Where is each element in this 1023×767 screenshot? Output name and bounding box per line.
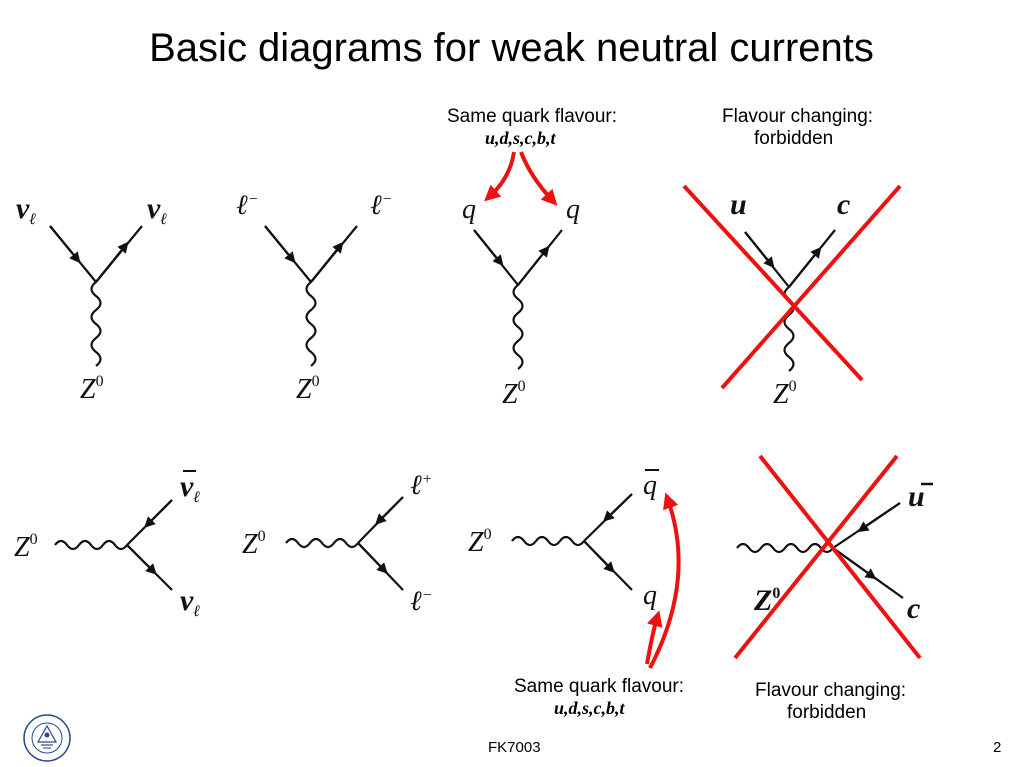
z-boson-propagator — [90, 281, 102, 367]
particle-label: q — [462, 194, 476, 225]
cross-line-icon — [758, 454, 922, 660]
arrow-icon — [144, 499, 173, 528]
z-boson-propagator — [285, 537, 359, 549]
note-line: Flavour changing: — [755, 680, 907, 701]
arrow-icon — [473, 229, 504, 267]
note-bottom-same-flavour: Same quark flavour: u,d,s,c,b,t — [514, 676, 684, 719]
note-line: Same quark flavour: — [514, 676, 685, 697]
boson-label: Z0 — [80, 373, 104, 405]
arrow-icon — [126, 544, 157, 575]
arrow-icon — [310, 241, 344, 283]
cross-line-icon — [720, 184, 902, 390]
particle-label: u — [908, 480, 925, 513]
boson-label: Z0 — [14, 531, 38, 563]
annotation-arrow-icon — [519, 151, 558, 206]
boson-label: Z0 — [242, 528, 266, 560]
arrow-icon — [357, 542, 388, 574]
arrow-icon — [857, 502, 901, 533]
boson-label: Z0 — [468, 526, 492, 558]
annotation-arrow-icon — [648, 492, 681, 669]
diagram-bottom-1-neutrino: Z0 νℓ νℓ — [14, 470, 200, 620]
note-top-same-flavour: Same quark flavour: u,d,s,c,b,t — [447, 106, 617, 149]
stockholm-university-seal-icon — [23, 714, 71, 762]
diagram-top-2-lepton: ℓ− ℓ− Z0 — [236, 190, 392, 405]
particle-label: q — [643, 580, 657, 611]
arrow-icon — [744, 231, 775, 269]
note-flavour-list: u,d,s,c,b,t — [485, 128, 556, 148]
diagram-top-3-quark: q q Z0 — [462, 151, 580, 410]
z-boson-propagator — [305, 281, 317, 367]
diagram-bottom-4-forbidden: Z0 u c — [733, 454, 933, 660]
note-line: Flavour changing: — [722, 106, 874, 127]
boson-label: Z0 — [773, 378, 797, 410]
annotation-arrow-icon — [645, 610, 663, 665]
particle-label: c — [837, 188, 850, 221]
arrow-icon — [375, 496, 404, 525]
arrow-icon — [603, 493, 633, 522]
footer-course-code: FK7003 — [488, 739, 541, 756]
particle-label: νℓ — [147, 192, 167, 228]
slide-title: Basic diagrams for weak neutral currents — [149, 26, 874, 70]
particle-label: ℓ+ — [410, 470, 432, 501]
particle-label: νℓ — [180, 470, 200, 506]
particle-label: q — [566, 194, 580, 225]
particle-label: u — [730, 188, 747, 221]
note-top-flavour-changing: Flavour changing: forbidden — [722, 106, 873, 150]
particle-label: ℓ− — [410, 586, 432, 617]
diagram-bottom-3-quark: Z0 q q — [468, 469, 681, 669]
particle-label: ℓ− — [370, 190, 392, 221]
arrow-icon — [49, 225, 81, 264]
z-boson-propagator — [736, 542, 834, 554]
annotation-arrow-icon — [484, 151, 516, 202]
z-boson-propagator — [54, 539, 128, 551]
note-flavour-list: u,d,s,c,b,t — [554, 698, 625, 718]
particle-label: νℓ — [180, 584, 200, 620]
boson-label: Z0 — [296, 373, 320, 405]
particle-label: q — [643, 470, 657, 501]
diagram-top-4-forbidden: u c Z0 — [682, 184, 902, 410]
arrow-icon — [264, 225, 296, 264]
arrow-icon — [95, 241, 129, 283]
page-number: 2 — [993, 739, 1002, 756]
arrow-icon — [788, 246, 822, 288]
cross-line-icon — [682, 184, 864, 382]
note-line: forbidden — [787, 702, 867, 723]
boson-label: Z0 — [502, 378, 526, 410]
arrow-icon — [832, 547, 877, 580]
particle-label: νℓ — [16, 192, 36, 228]
cross-line-icon — [733, 454, 899, 660]
z-boson-propagator — [511, 535, 585, 547]
diagram-top-1-neutrino: νℓ νℓ Z0 — [16, 192, 167, 405]
note-bottom-flavour-changing: Flavour changing: forbidden — [755, 680, 906, 724]
arrow-icon — [517, 245, 550, 286]
particle-label: ℓ− — [236, 190, 258, 221]
note-line: Same quark flavour: — [447, 106, 618, 127]
particle-label: c — [907, 592, 920, 625]
arrow-icon — [583, 540, 615, 573]
note-line: forbidden — [754, 128, 834, 149]
z-boson-propagator — [512, 284, 524, 370]
boson-label: Z0 — [753, 584, 780, 617]
diagram-bottom-2-lepton: Z0 ℓ+ ℓ− — [242, 470, 432, 617]
